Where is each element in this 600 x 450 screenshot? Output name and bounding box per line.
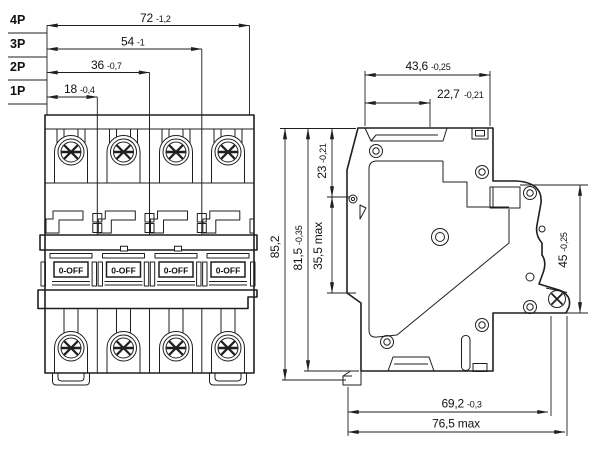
- rivet-icon: [380, 335, 394, 349]
- dim-width-handle: 22,7 -0,21: [364, 87, 484, 127]
- toggle-state-label: 0-OFF: [59, 266, 84, 276]
- terminal-screw-icon: [107, 129, 140, 183]
- toggle-row: 0-OFF 0-OFF 0-OFF 0-OFF: [40, 253, 256, 287]
- terminal-screw-icon: [107, 309, 140, 373]
- toggle-handle[interactable]: 0-OFF: [154, 253, 198, 286]
- toggle-handle[interactable]: 0-OFF: [102, 253, 145, 286]
- pole-count-label: 1P: [10, 84, 25, 98]
- rivet-icon: [523, 300, 537, 314]
- dim-tolerance: -0,21: [464, 90, 484, 100]
- side-toggle-handle[interactable]: [364, 127, 448, 142]
- front-view: 0-OFF 0-OFF 0-OFF 0-OFF: [37, 114, 258, 386]
- dim-value: 43,6: [405, 59, 428, 73]
- dim-tolerance: -1,2: [156, 14, 171, 24]
- dim-1p: 1P 18 -0,4: [8, 82, 98, 105]
- mid-tabs: [45, 210, 255, 234]
- rivet-icon: [431, 228, 449, 246]
- guard-bar-notch: [174, 245, 182, 252]
- dim-3p: 3P 54 -1: [8, 35, 203, 58]
- dim-2p: 2P 36 -0,7: [8, 58, 150, 81]
- terminal-screw-icon: [212, 309, 245, 373]
- top-clip-slot: [471, 127, 489, 140]
- pole-count-label: 3P: [10, 37, 25, 51]
- din-rail-features: [348, 194, 367, 220]
- toggle-state-label: 0-OFF: [111, 266, 136, 276]
- side-view: [342, 127, 571, 386]
- dim-rail-zone: 35,5 max: [311, 196, 335, 294]
- side-body-outline: [346, 127, 571, 372]
- terminal-screw-icon: [55, 309, 88, 373]
- dim-height-body: 81,5-0,35: [291, 128, 311, 372]
- dim-top-to-rail: 23-0,21: [315, 128, 335, 198]
- dim-value: 18: [64, 82, 77, 96]
- guard-bar-notch: [120, 245, 128, 252]
- inner-contours: [368, 160, 546, 338]
- pole-count-label: 4P: [10, 13, 25, 27]
- lower-guard-bar: [37, 289, 258, 310]
- pole-count-label: 2P: [10, 60, 25, 74]
- terminal-screw-icon: [160, 309, 193, 373]
- dim-tolerance: -0,3: [467, 400, 482, 410]
- dim-height-overall: 85,2: [268, 128, 288, 381]
- toggle-handle[interactable]: 0-OFF: [49, 253, 93, 286]
- terminal-screw-icon: [212, 129, 245, 183]
- top-clip-slot-inner: [475, 130, 485, 137]
- dim-value-group: 45-0,25: [556, 232, 570, 268]
- dim-depth-lower: 69,2 -0,3: [347, 397, 549, 415]
- dim-value: 69,2: [441, 397, 464, 411]
- dim-value: 54: [121, 35, 134, 49]
- upper-guard-bar: [39, 234, 258, 251]
- mounting-foot: [52, 372, 90, 386]
- rivet-icon: [369, 144, 383, 158]
- dim-clip-height: 45-0,25: [520, 184, 588, 314]
- toggle-pins: [40, 261, 256, 287]
- dim-tolerance: -0,4: [80, 85, 95, 95]
- dim-value: 72: [140, 11, 153, 25]
- dim-value-group: 81,5-0,35: [291, 225, 305, 270]
- din-clip-foot: [342, 371, 362, 386]
- rivet-icon: [475, 318, 489, 332]
- pole-divider-lines: [96, 115, 203, 373]
- dim-depth-overall: 76,5 max: [347, 417, 566, 435]
- mounting-foot: [209, 372, 247, 386]
- dim-value: 36: [91, 58, 104, 72]
- dim-value: 35,5 max: [311, 222, 325, 270]
- dim-value-group: 23-0,21: [315, 143, 329, 179]
- dim-tolerance: -0,25: [431, 62, 451, 72]
- rivet-icon: [475, 165, 489, 179]
- clamp-screw[interactable]: [545, 287, 568, 308]
- side-dimensions: 43,6 -0,25 22,7 -0,21 85,2 81,5-0,35 23-…: [268, 59, 588, 436]
- toggle-state-label: 0-OFF: [164, 266, 189, 276]
- toggle-handle[interactable]: 0-OFF: [206, 253, 250, 286]
- dim-value: 76,5 max: [432, 417, 480, 431]
- divider-pins: [92, 213, 255, 234]
- rivets: [369, 144, 537, 349]
- toggle-state-label: 0-OFF: [216, 266, 241, 276]
- dim-value: 22,7: [437, 87, 460, 101]
- terminal-screw-icon: [160, 129, 193, 183]
- rivet-icon: [523, 186, 537, 200]
- bottom-details: [387, 335, 488, 372]
- front-dimensions: 4P 72 -1,2 3P 54 -1 2P 36 -0,7 1P 18: [8, 11, 250, 115]
- dim-width-top: 43,6 -0,25: [364, 59, 491, 126]
- dim-tolerance: -1: [137, 38, 145, 48]
- terminal-screw-icon: [55, 129, 88, 183]
- dim-tolerance: -0,7: [107, 61, 122, 71]
- dim-4p: 4P 72 -1,2: [8, 11, 250, 34]
- dim-value: 85,2: [268, 235, 282, 258]
- side-label-plate: [489, 186, 521, 209]
